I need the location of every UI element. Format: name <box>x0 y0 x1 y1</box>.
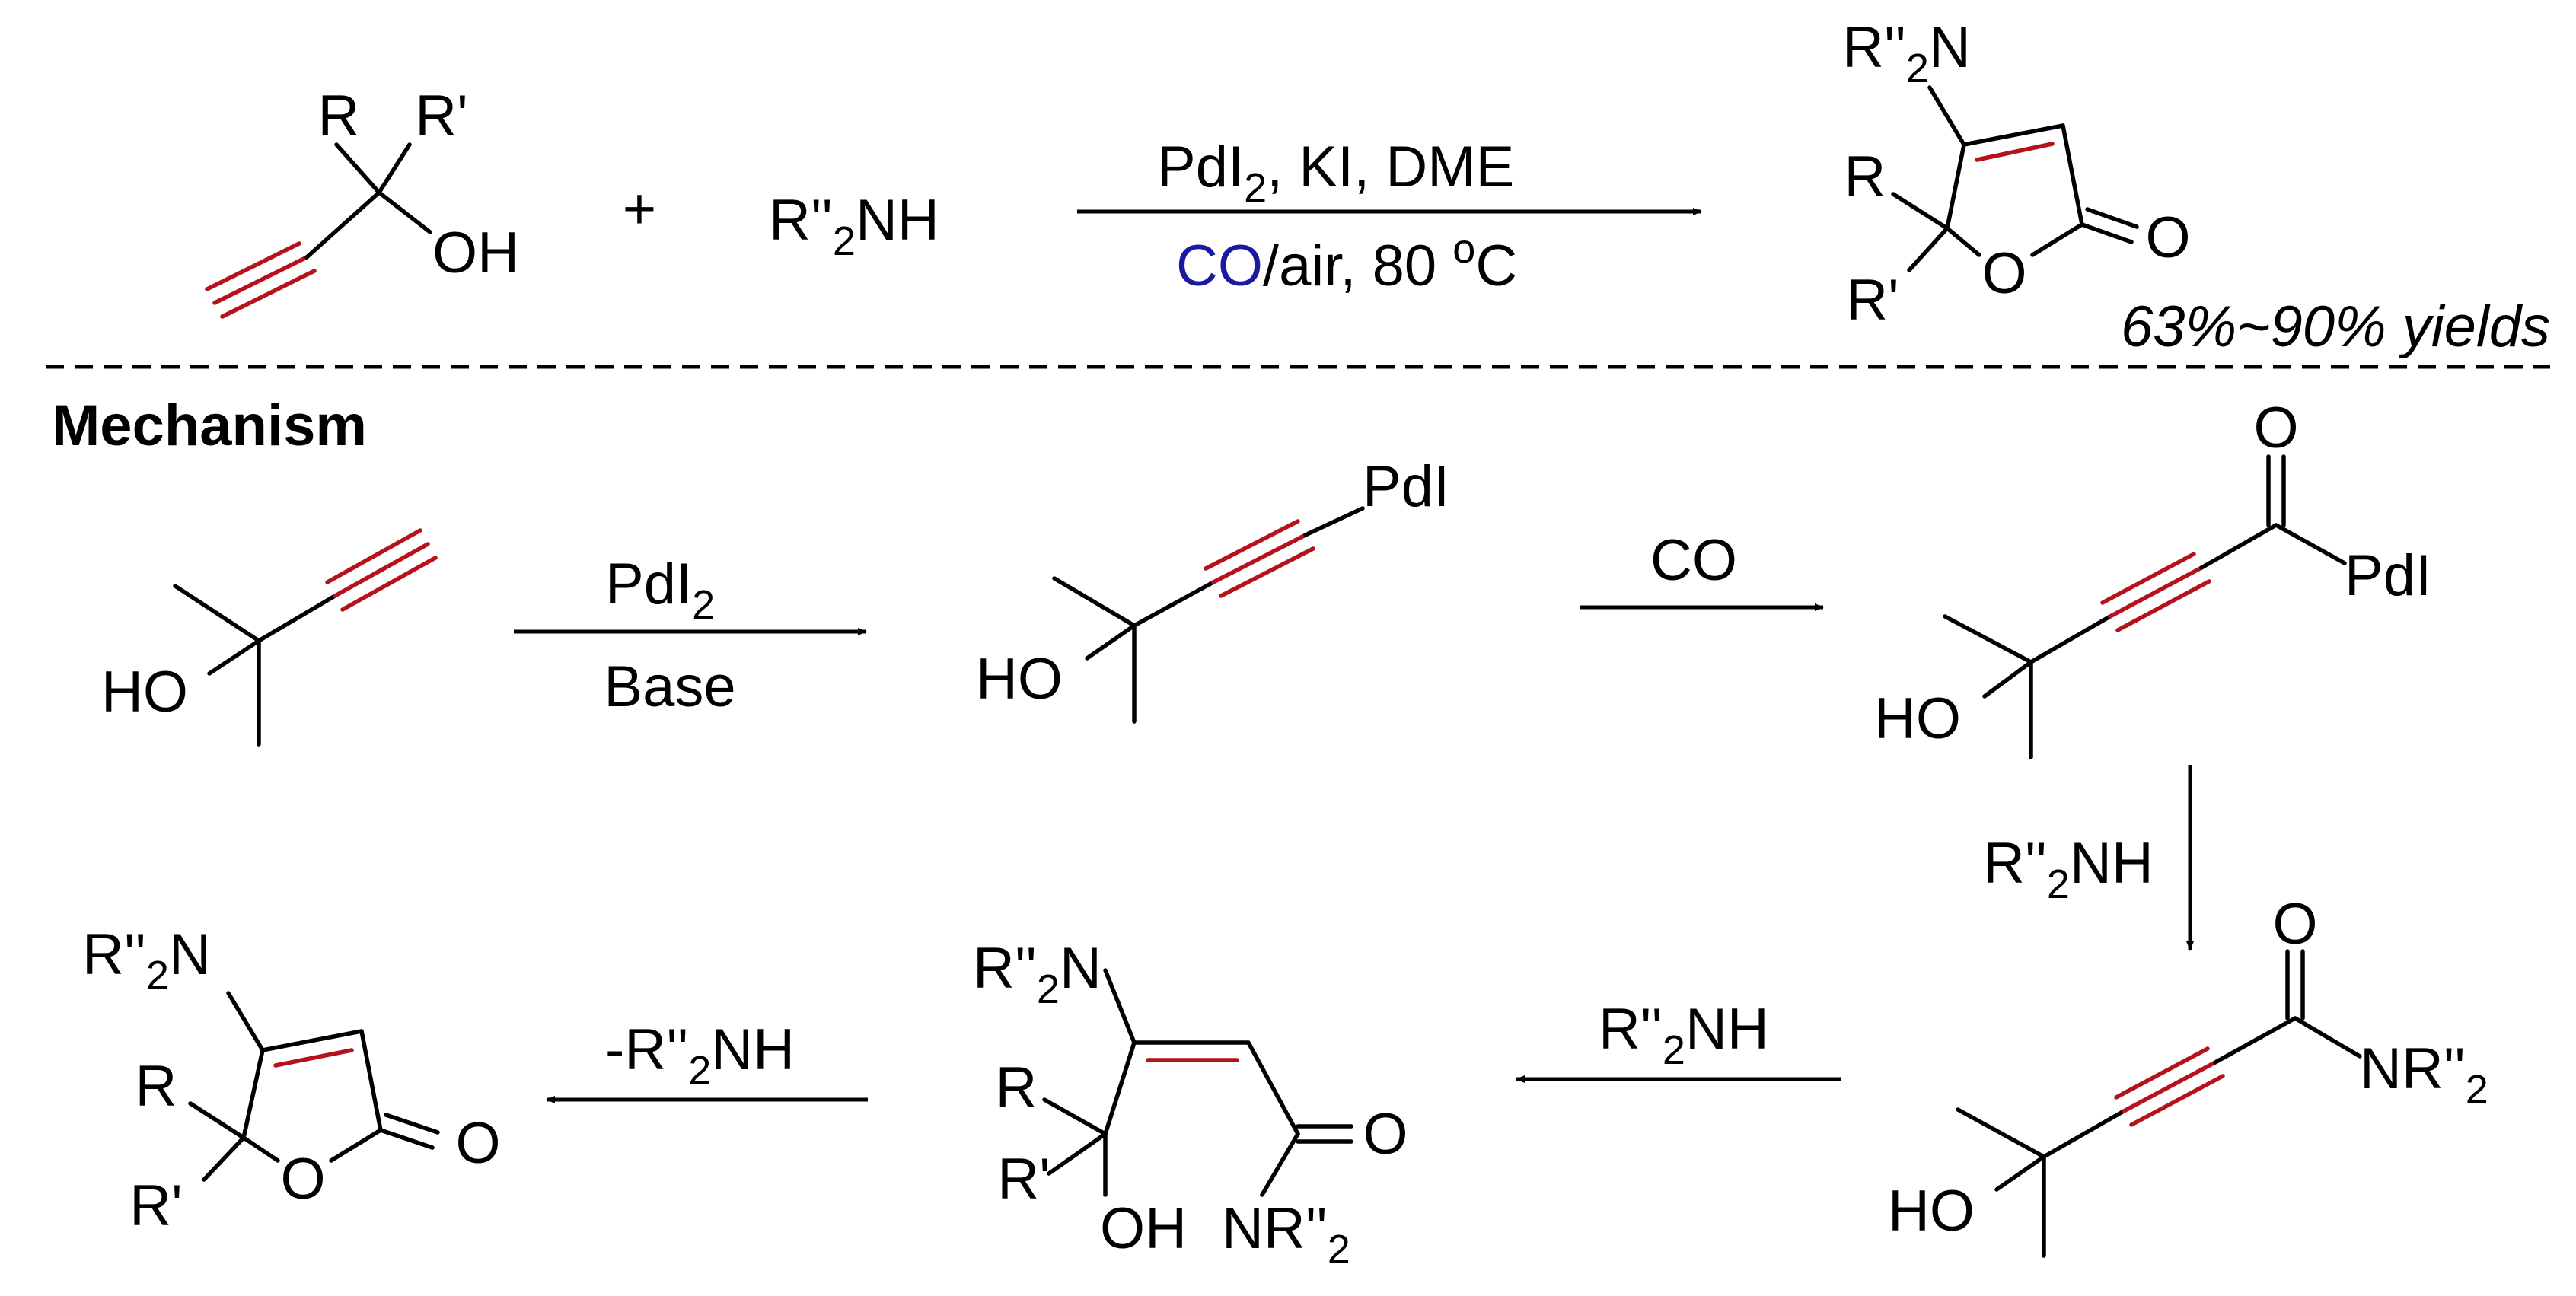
alkyne-triple-bond <box>1204 519 1315 598</box>
alkyne-triple-bond <box>2114 1046 2225 1127</box>
r-prime-label: R' <box>1846 268 1899 333</box>
amine-substituent: R''2N <box>82 922 211 998</box>
dialkylamide-label: NR''2 <box>1222 1196 1350 1272</box>
alkyne-triple-bond <box>205 241 317 319</box>
step3-reagent: R''2NH <box>1983 831 2154 907</box>
alkyne-triple-bond <box>325 528 438 612</box>
ring-oxygen-label: O <box>1981 241 2026 306</box>
palladium-acetylide-intermediate: HO PdI <box>976 454 1449 724</box>
r-label: R <box>1844 145 1886 209</box>
oh-label: OH <box>432 221 519 285</box>
ho-label: HO <box>1888 1179 1975 1243</box>
amine-substituent: R''2N <box>1842 15 1971 91</box>
secondary-amine-reagent: R''2NH <box>769 188 939 264</box>
starting-alkynol: HO <box>101 528 438 747</box>
carbonyl-oxygen-label: O <box>1363 1102 1408 1167</box>
pdi-label: PdI <box>1363 454 1449 519</box>
dialkylamide-label: NR''2 <box>2360 1036 2488 1113</box>
alkyne-triple-bond <box>2100 552 2211 632</box>
step2-reagent: CO <box>1650 528 1737 593</box>
final-butenolide-product: R''2N R R' O O <box>82 922 501 1238</box>
product-butenolide: R''2N R R' O O <box>1842 15 2191 333</box>
plus-sign: + <box>623 177 656 241</box>
r-prime-label: R' <box>415 84 467 148</box>
acylpalladium-intermediate: O PdI HO <box>1874 396 2431 759</box>
step1-base: Base <box>604 654 735 719</box>
ynamide-intermediate: O NR''2 HO <box>1888 892 2488 1258</box>
ho-label: HO <box>1874 686 1961 751</box>
ho-label: HO <box>101 660 188 724</box>
step1-reagent: PdI2 <box>605 552 715 628</box>
step5-reagent: -R''2NH <box>605 1017 795 1094</box>
carbonyl-oxygen-label: O <box>2145 205 2190 270</box>
mechanism-heading: Mechanism <box>52 393 367 458</box>
carbonyl-oxygen-label: O <box>2253 396 2298 460</box>
r-prime-label: R' <box>129 1173 182 1238</box>
ho-label: HO <box>976 647 1063 712</box>
r-label: R <box>135 1054 177 1119</box>
yield-label: 63%~90% yields <box>2121 295 2550 359</box>
conditions-gas-temp: CO/air, 80 oC <box>1176 226 1517 298</box>
z-enamine-amide-intermediate: R''2N R R' OH O NR''2 <box>973 936 1408 1272</box>
pdi-label: PdI <box>2345 543 2431 608</box>
ring-oxygen-label: O <box>280 1147 325 1212</box>
r-label: R <box>996 1056 1038 1120</box>
r-label: R <box>318 84 360 148</box>
carbonyl-oxygen-label: O <box>2272 892 2317 957</box>
amine-substituent: R''2N <box>973 936 1101 1012</box>
step4-reagent: R''2NH <box>1599 997 1769 1073</box>
reactant-propargyl-alcohol: R R' OH <box>205 84 519 319</box>
oh-label: OH <box>1100 1196 1187 1261</box>
carbonyl-oxygen-label: O <box>455 1111 500 1176</box>
r-prime-label: R' <box>997 1147 1050 1212</box>
conditions-catalyst: PdI2, KI, DME <box>1157 135 1514 211</box>
